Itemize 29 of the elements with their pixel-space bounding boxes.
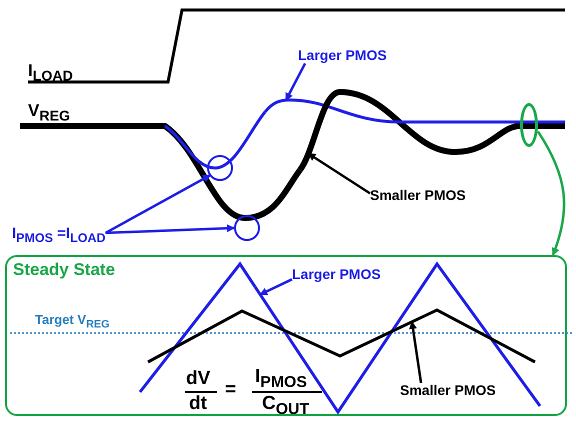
arrow <box>259 278 293 296</box>
arrow <box>308 152 371 194</box>
waveform-segment <box>297 89 341 172</box>
highlight-circle <box>234 215 260 241</box>
highlight-ellipse <box>520 103 538 147</box>
highlight-circle <box>207 155 233 181</box>
formula-numerator: I$_{PMOS}$ <box>255 367 307 392</box>
ripple-segment <box>394 314 426 332</box>
signal-label: V$_{REG}$ <box>28 102 70 125</box>
signal-label: I$_{LOAD}$ <box>28 62 73 85</box>
reference-label: Target V$_{REG}$ <box>35 313 110 332</box>
formula-numerator: dV <box>186 369 210 390</box>
equals-sign: = <box>225 380 236 401</box>
ripple-segment <box>254 286 282 326</box>
current-condition-label: I$_{PMOS}$ =I$_{LOAD}$ <box>12 226 106 246</box>
arrow <box>284 62 306 102</box>
waveform-segment <box>264 98 290 113</box>
arrow <box>409 320 422 384</box>
panel-heading: Steady State <box>13 261 116 280</box>
arrow <box>105 224 235 234</box>
curve-label: Smaller PMOS <box>370 188 466 204</box>
steady-state-panel <box>5 255 567 416</box>
curve-label: Larger PMOS <box>298 48 387 64</box>
arrow <box>104 174 211 234</box>
curve-label: Larger PMOS <box>292 267 381 282</box>
formula-denominator: C$_{OUT}$ <box>262 394 310 418</box>
arrow <box>536 130 566 256</box>
curve-label: Smaller PMOS <box>400 383 496 398</box>
formula-denominator: dt <box>189 394 207 415</box>
